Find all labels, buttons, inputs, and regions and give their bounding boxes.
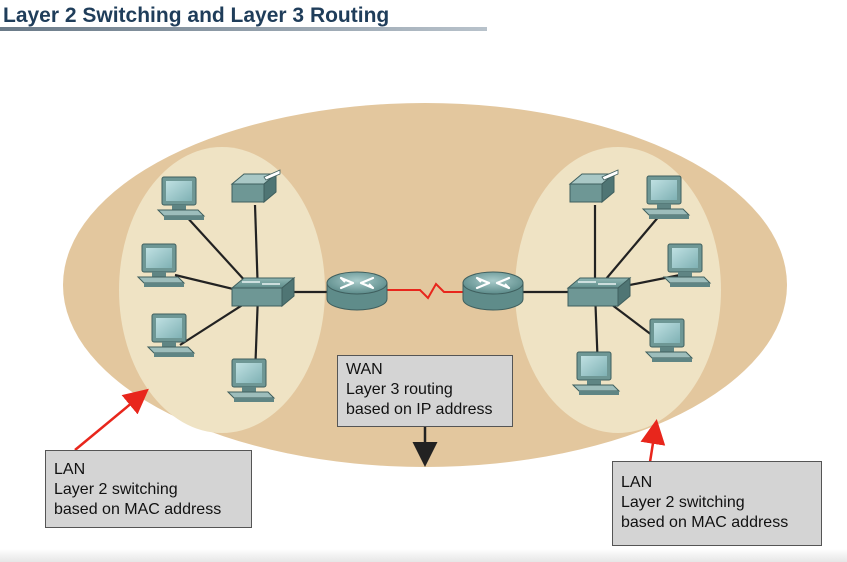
lan-left-label-box: LAN Layer 2 switching based on MAC addre…	[45, 450, 252, 528]
page-title: Layer 2 Switching and Layer 3 Routing	[3, 4, 390, 27]
title-bar: Layer 2 Switching and Layer 3 Routing	[0, 0, 487, 32]
lan-left-label-line2: Layer 2 switching	[54, 481, 178, 498]
router-icon	[325, 270, 389, 312]
wan-label-box: WAN Layer 3 routing based on IP address	[337, 355, 513, 427]
lan-right-label-box: LAN Layer 2 switching based on MAC addre…	[612, 461, 822, 546]
lan-right-label-line2: Layer 2 switching	[621, 494, 745, 511]
switch-icon	[231, 277, 295, 307]
lan-right-label-line3: based on MAC address	[621, 514, 789, 531]
lan-right-arrow	[640, 419, 666, 463]
router-icon	[461, 270, 525, 312]
bottom-shade	[0, 549, 847, 562]
title-underline	[0, 27, 487, 31]
wan-label-line3: based on IP address	[346, 401, 493, 418]
wan-label-line1: WAN	[346, 361, 383, 378]
switch-icon	[567, 277, 631, 307]
lan-right-label-line1: LAN	[621, 474, 653, 491]
lan-left-label-line3: based on MAC address	[54, 501, 222, 518]
lan-left-arrow	[74, 388, 149, 451]
wan-label-line2: Layer 3 routing	[346, 381, 453, 398]
lan-left-label-line1: LAN	[54, 461, 86, 478]
wan-serial-link	[385, 282, 470, 300]
